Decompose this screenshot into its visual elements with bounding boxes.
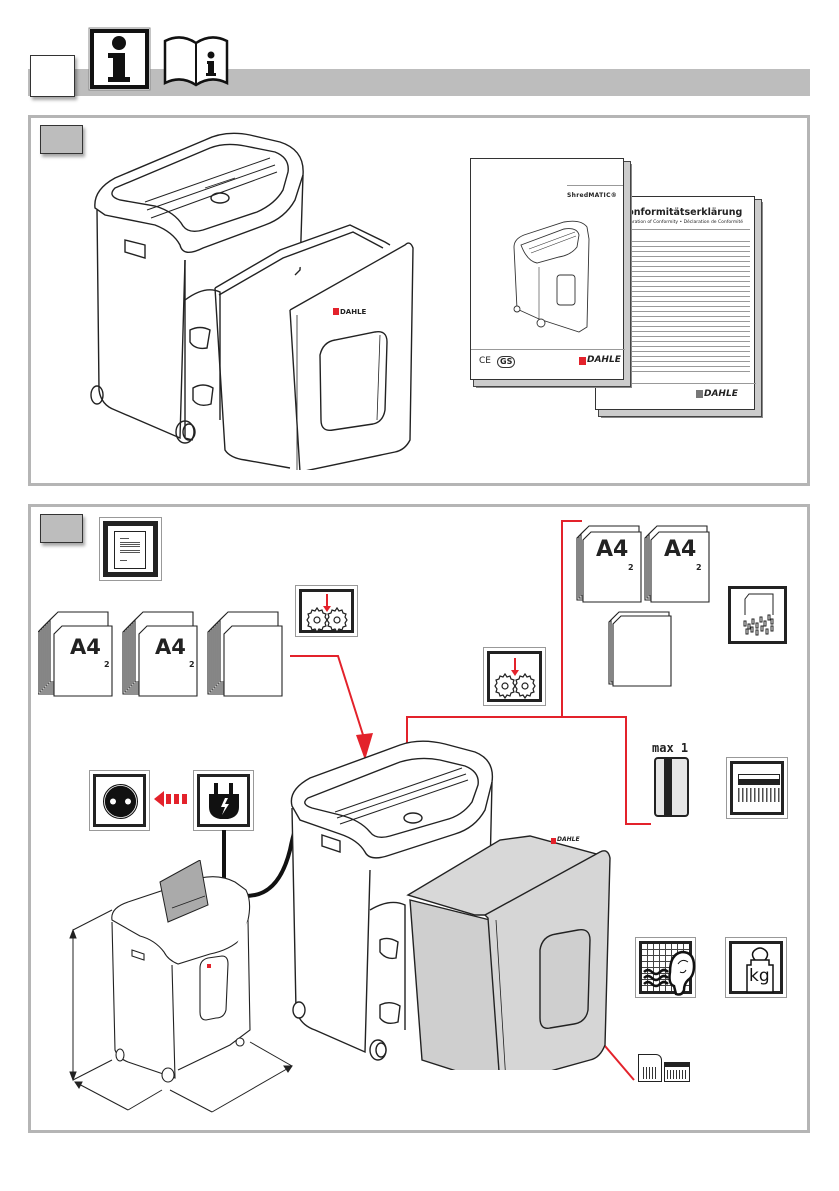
bin-brand-logo: DAHLE	[557, 836, 580, 843]
paper-format-label: A4	[664, 537, 697, 562]
paper-weight-label: 2	[189, 660, 195, 669]
dimensions-illustration	[69, 860, 293, 1113]
declaration-subtitle: Declaration of Conformity • Déclaration …	[620, 220, 744, 225]
declaration-title: Konformitätserklärung	[620, 207, 743, 218]
brand-logo-mark	[333, 308, 339, 315]
power-socket-icon	[89, 770, 150, 831]
step-number-box	[40, 125, 83, 154]
declaration-brand-logo: DAHLE	[704, 389, 738, 399]
paper-format-label: A4	[70, 635, 101, 659]
ce-mark: CE	[479, 356, 491, 366]
particle-cut-card-icon	[726, 757, 788, 819]
paper-stack	[207, 611, 283, 697]
paper-format-label: A4	[155, 635, 186, 659]
weight-kg-icon: kg	[725, 937, 787, 998]
cutting-gears-icon	[295, 585, 358, 637]
brand-logo: DAHLE	[340, 308, 367, 316]
operating-manual-document: ShredMATIC® CE GS DAHLE	[470, 158, 632, 388]
manual-brand-logo: DAHLE	[587, 355, 621, 365]
gs-mark: GS	[497, 356, 516, 368]
power-plug-icon	[193, 770, 254, 831]
bin-cut-type-card-icon	[664, 1062, 690, 1082]
noise-level-icon	[635, 937, 696, 998]
manual-info-icon	[163, 31, 229, 87]
manual-cover-shredder-illustration	[513, 220, 590, 333]
bin-brand-mark	[551, 838, 556, 844]
paper-format-label: A4	[596, 537, 629, 562]
credit-card-icon	[654, 757, 689, 817]
weight-unit-label: kg	[749, 966, 770, 986]
cutting-gears-icon	[483, 647, 546, 706]
particle-cut-paper-icon	[728, 586, 787, 644]
shredder-illustration: DAHLE	[85, 120, 425, 470]
step-number-box	[40, 514, 83, 543]
width-dimension-line	[169, 1089, 213, 1113]
card-capacity-label: max 1	[652, 741, 689, 755]
paper-weight-label: 2	[628, 563, 634, 572]
paper-weight-label: 2	[696, 563, 702, 572]
manual-brand-mark	[579, 357, 586, 365]
arrow-left-dashed-icon	[154, 789, 190, 809]
paper-stack	[608, 611, 672, 687]
paper-weight-label: 2	[104, 660, 110, 669]
document-icon	[99, 517, 162, 581]
manual-product-name: ShredMATIC®	[567, 192, 618, 199]
small-shredder-brand-mark	[207, 964, 211, 968]
bin-cut-type-paper-icon	[638, 1054, 662, 1082]
shredder-with-bin-illustration	[222, 740, 611, 1070]
info-icon	[88, 27, 151, 91]
depth-dimension-line	[74, 1081, 129, 1111]
section-header-bar	[28, 69, 810, 96]
step-number-box	[30, 55, 75, 97]
declaration-body-text	[620, 239, 750, 374]
